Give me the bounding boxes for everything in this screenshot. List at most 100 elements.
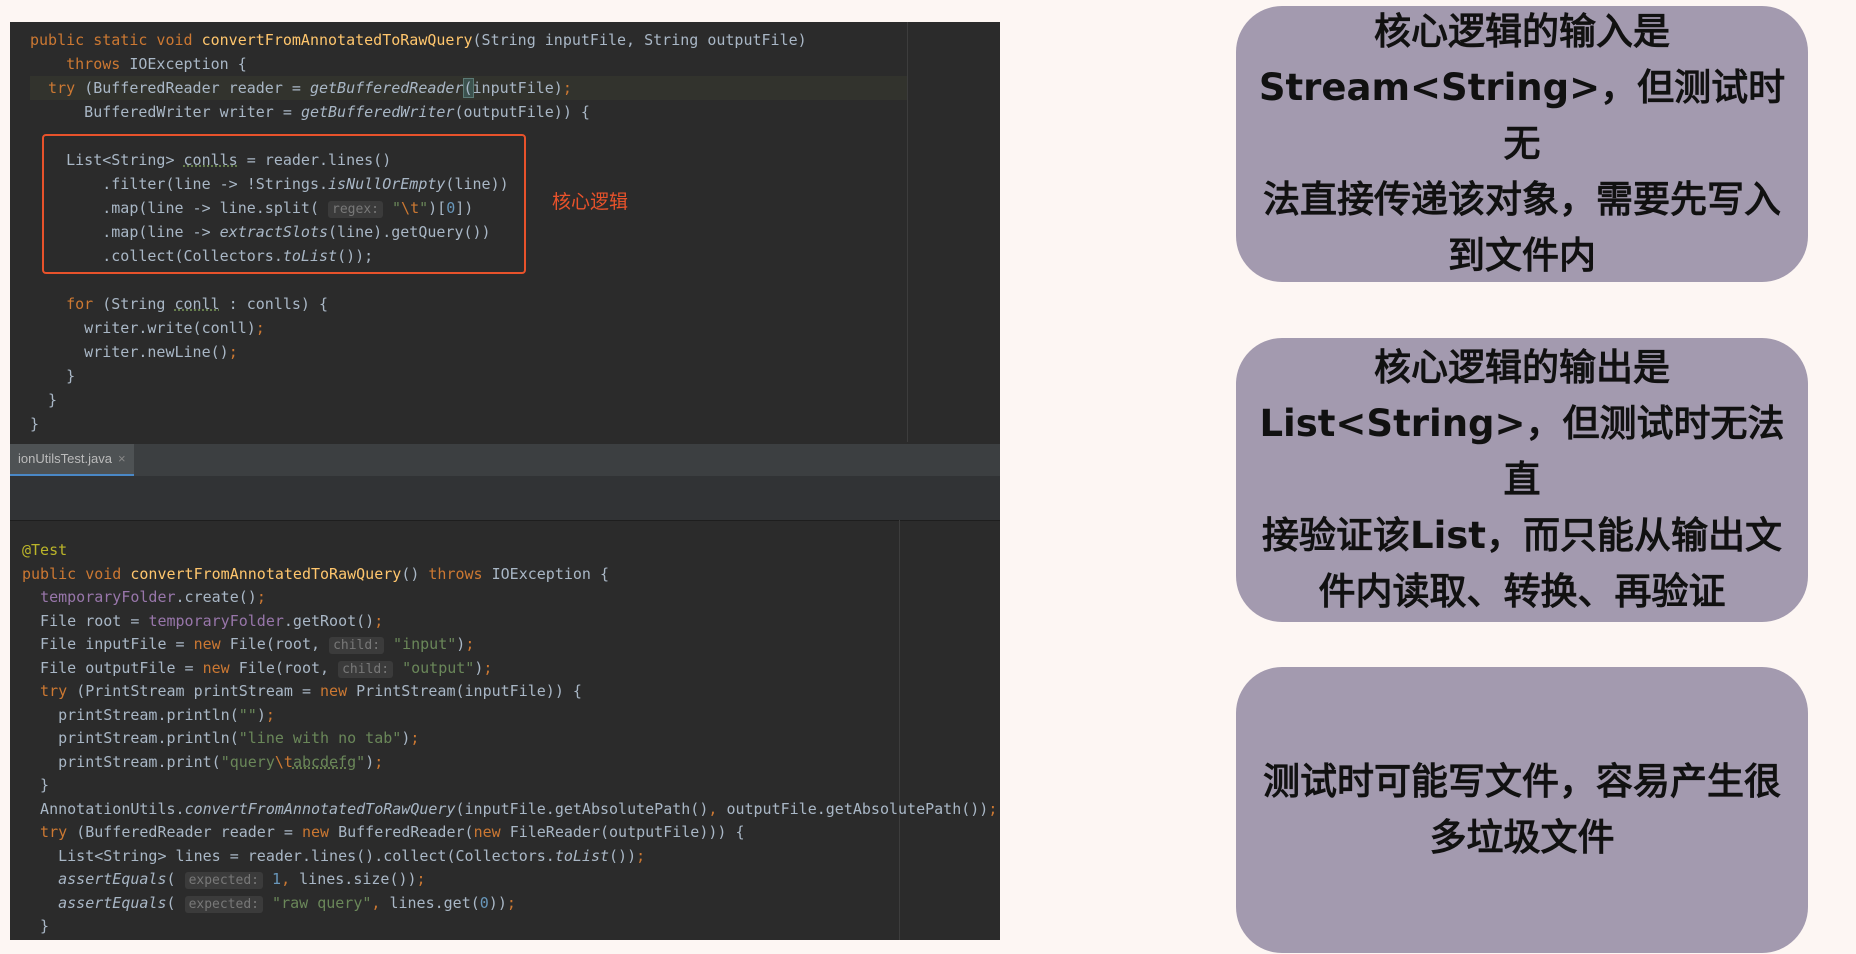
code-token: \t (274, 752, 293, 771)
code-line[interactable]: printStream.println(""); (22, 703, 275, 727)
code-token: writer.newLine() (30, 343, 229, 361)
code-token: toList (282, 247, 338, 265)
right-margin-guide (907, 22, 908, 442)
code-token: ; (255, 319, 265, 337)
code-line[interactable]: @Test (22, 538, 67, 562)
core-logic-label: 核心逻辑 (552, 191, 629, 213)
code-token: inputFile) (472, 79, 563, 97)
note-card-output: 核心逻辑的输出是 List<String>，但测试时无法直 接验证该List，而… (1236, 338, 1808, 622)
code-line[interactable]: public void convertFromAnnotatedToRawQue… (22, 562, 609, 586)
code-line[interactable]: } (22, 938, 31, 941)
code-token: File root = (22, 611, 149, 630)
code-line[interactable]: List<String> lines = reader.lines().coll… (22, 844, 645, 868)
code-line[interactable]: } (22, 914, 49, 938)
tab-label: ionUtilsTest.java (18, 451, 112, 466)
code-token: expected: (184, 895, 264, 913)
code-line[interactable]: List<String> conlls = reader.lines() (30, 148, 391, 172)
code-line[interactable]: assertEquals( expected: 1, lines.size())… (22, 867, 426, 891)
code-token: ; (416, 870, 426, 888)
code-token: 1 (272, 870, 282, 888)
code-line[interactable]: writer.write(conll); (30, 316, 265, 340)
code-token: (inputFile.getAbsolutePath() (455, 799, 709, 818)
code-token: ; (562, 79, 572, 97)
code-token: () (401, 564, 429, 583)
code-line[interactable]: assertEquals( expected: "raw query", lin… (22, 891, 516, 915)
code-token: convertFromAnnotatedToRawQuery (184, 799, 456, 818)
code-line[interactable]: BufferedWriter writer = getBufferedWrite… (30, 100, 590, 124)
code-line[interactable]: for (String conll : conlls) { (30, 292, 328, 316)
code-line[interactable]: } (22, 773, 49, 797)
code-token: .map(line -> line.split( (30, 199, 329, 217)
code-token (263, 870, 272, 888)
code-token: ( (166, 870, 185, 888)
code-line[interactable]: } (30, 388, 57, 412)
note-line: 测试时可能写文件，容易产生很 (1263, 760, 1781, 803)
code-token: new (473, 823, 510, 841)
code-line[interactable]: .map(line -> line.split( regex: "\t")[0]… (30, 196, 473, 220)
code-token: "output" (393, 658, 475, 677)
source-code-top[interactable]: public static void convertFromAnnotatedT… (10, 22, 1000, 442)
code-line[interactable]: AnnotationUtils.convertFromAnnotatedToRa… (22, 797, 997, 821)
right-margin-guide (899, 520, 900, 940)
code-token: File(root, (229, 635, 330, 653)
code-line[interactable]: File inputFile = new File(root, child: "… (22, 632, 474, 656)
code-token: new (193, 635, 230, 653)
code-line[interactable]: } (30, 412, 39, 436)
code-token: writer.write(conll) (30, 319, 256, 337)
code-token: .collect(Collectors. (30, 247, 283, 265)
code-token: for (30, 295, 103, 313)
code-token: ; (374, 611, 384, 630)
code-token: , (708, 799, 727, 818)
editor-split-separator (10, 476, 1000, 521)
code-token: ]) (455, 199, 474, 217)
code-token: " (356, 752, 366, 771)
code-line[interactable]: } (30, 364, 75, 388)
code-line[interactable]: try (BufferedReader reader = getBuffered… (30, 76, 907, 100)
code-token: ; (465, 635, 475, 653)
code-line[interactable]: throws IOException { (30, 52, 247, 76)
code-token: File(root, (238, 658, 339, 677)
code-token: ( (462, 78, 474, 98)
code-line[interactable]: try (BufferedReader reader = new Buffere… (22, 820, 744, 844)
code-line[interactable]: File root = temporaryFolder.getRoot(); (22, 609, 383, 633)
code-token: conlls (183, 151, 238, 169)
code-token: (line).getQuery()) (328, 223, 491, 241)
code-line[interactable]: temporaryFolder.create(); (22, 585, 266, 609)
code-line[interactable]: .filter(line -> !Strings.isNullOrEmpty(l… (30, 172, 508, 196)
code-token: ()); (337, 247, 374, 265)
code-token: regex: (328, 201, 383, 218)
code-token: "line with no tab" (238, 729, 402, 747)
code-token: outputFile.getAbsolutePath()) (726, 799, 989, 818)
code-token: "" (238, 705, 257, 724)
code-token: .map(line -> (30, 223, 220, 241)
code-token: getBufferedReader (309, 79, 464, 97)
code-token (22, 870, 58, 888)
note-line: 核心逻辑的输出是 (1374, 346, 1670, 389)
code-token: .filter(line -> !Strings. (30, 175, 329, 193)
code-line[interactable]: try (PrintStream printStream = new Print… (22, 679, 582, 703)
code-token: File inputFile = (22, 635, 194, 653)
close-icon[interactable]: × (117, 451, 126, 466)
code-token: , (281, 870, 300, 888)
code-token: } (30, 367, 76, 385)
code-line[interactable]: printStream.println("line with no tab"); (22, 726, 419, 750)
code-line[interactable]: writer.newLine(); (30, 340, 238, 364)
editor-tab-bar: ionUtilsTest.java × (10, 444, 1000, 476)
code-token: new (202, 658, 239, 677)
code-line[interactable]: printStream.print("query\tabcdefg"); (22, 750, 383, 774)
code-token: ()) (609, 846, 637, 865)
code-token: ; (265, 705, 275, 724)
code-token: (String inputFile, (472, 31, 645, 49)
code-line[interactable]: .collect(Collectors.toList()); (30, 244, 373, 268)
code-token: new (301, 823, 339, 841)
code-token: ; (374, 752, 384, 771)
code-token: 0 (479, 893, 489, 912)
tab-test-file[interactable]: ionUtilsTest.java × (10, 444, 134, 476)
code-token: (BufferedReader reader = (76, 823, 302, 841)
code-line[interactable]: File outputFile = new File(root, child: … (22, 656, 492, 680)
code-token: ; (410, 729, 420, 747)
code-line[interactable]: public static void convertFromAnnotatedT… (30, 28, 807, 52)
code-line[interactable]: .map(line -> extractSlots(line).getQuery… (30, 220, 491, 244)
code-token: PrintStream(inputFile)) { (356, 682, 582, 700)
